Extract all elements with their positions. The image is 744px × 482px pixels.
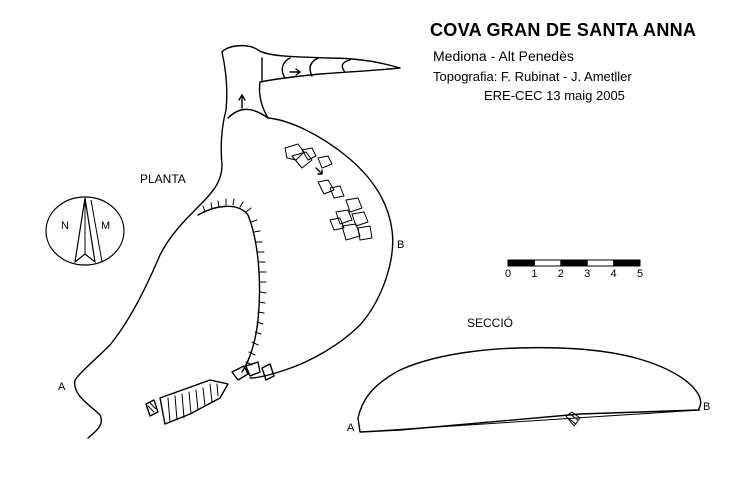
compass-magnetic-label: M — [101, 220, 111, 232]
floor-slab — [159, 379, 229, 425]
neck-crossline — [227, 108, 269, 119]
section-outline — [357, 346, 702, 433]
arrow-mark — [315, 167, 323, 175]
location-subtitle: Mediona - Alt Penedès — [433, 48, 574, 64]
section-block — [565, 411, 581, 427]
section-point-b: B — [703, 401, 711, 413]
boulder-cluster — [284, 143, 373, 241]
slab-hatching — [167, 383, 219, 423]
block — [231, 365, 249, 381]
plan-point-b: B — [397, 239, 405, 251]
inner-ledge — [197, 205, 261, 373]
compass-north-label: N — [61, 220, 69, 232]
small-block — [145, 399, 159, 417]
neck-left-wall — [74, 51, 228, 439]
scale-tick-label: 0 — [504, 268, 512, 280]
plan-label: PLANTA — [140, 172, 186, 186]
neck-arrow — [238, 94, 246, 109]
entrance-passage — [221, 45, 401, 83]
section-floor — [359, 409, 701, 433]
plan-view — [74, 45, 401, 439]
section-point-a: A — [347, 422, 355, 434]
surveyors-credit: Topografia: F. Rubinat - J. Ametller — [433, 69, 632, 84]
entrance-crosslines — [261, 57, 351, 83]
compass-circle — [45, 196, 125, 266]
compass-rose — [45, 196, 125, 266]
scale-tick-label: 2 — [557, 268, 564, 280]
plan-point-a: A — [58, 381, 66, 393]
scale-tick-label: 5 — [636, 268, 644, 280]
scale-tick-label: 4 — [610, 268, 617, 280]
map-title: COVA GRAN DE SANTA ANNA — [430, 20, 697, 40]
arrow-mark — [289, 68, 301, 76]
scale-tick-label: 1 — [531, 268, 538, 280]
block — [261, 363, 275, 381]
scale-tick-label: 3 — [584, 268, 591, 280]
chamber-wall — [249, 117, 394, 379]
neck-right-wall — [258, 81, 269, 119]
club-date-credit: ERE-CEC 13 maig 2005 — [484, 88, 625, 103]
block — [245, 361, 261, 377]
section-label: SECCIÓ — [467, 316, 514, 330]
scale-bar — [507, 259, 641, 267]
section-view — [357, 346, 702, 433]
ledge-hatching — [202, 198, 267, 366]
